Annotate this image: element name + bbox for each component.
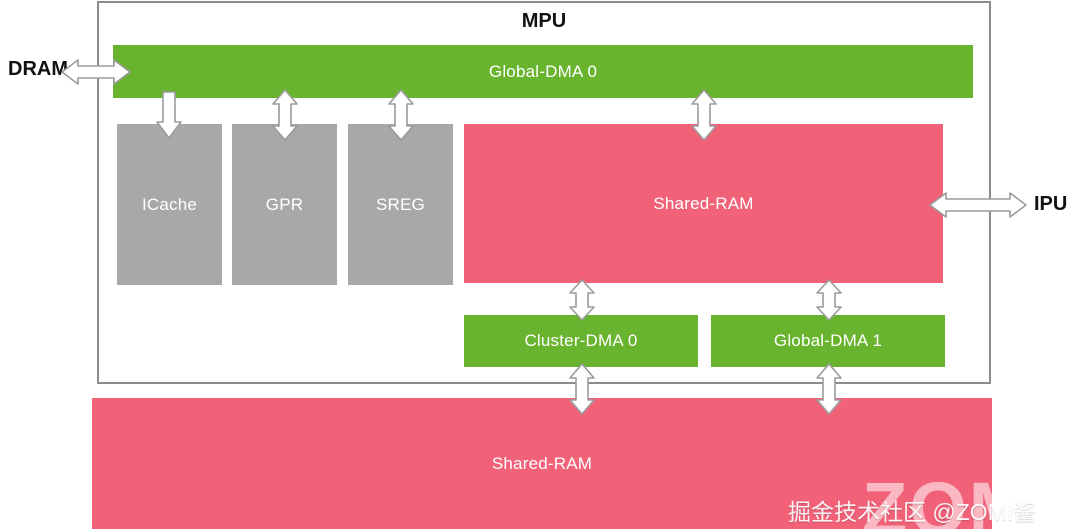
page-title: MPU xyxy=(521,10,567,32)
arrow-global-dma-0-to-icache xyxy=(155,91,183,139)
block-shared-ram-outer[interactable]: Shared-RAM xyxy=(92,398,992,529)
arrow-global-dma-0-to-shared-ram xyxy=(690,89,718,141)
block-global-dma-1-label: Global-DMA 1 xyxy=(773,331,883,350)
arrow-global-dma-1-to-outer-ram xyxy=(815,363,843,415)
arrow-dram-to-global-dma-0 xyxy=(61,57,131,87)
arrow-shared-ram-to-ipu xyxy=(929,190,1027,220)
block-sreg-label: SREG xyxy=(376,194,425,214)
block-gpr-label: GPR xyxy=(265,194,304,214)
arrow-global-dma-0-to-gpr xyxy=(271,89,299,141)
block-gpr[interactable]: GPR xyxy=(232,124,337,285)
block-global-dma-0[interactable]: Global-DMA 0 xyxy=(113,45,973,98)
block-icache-label: ICache xyxy=(141,194,198,214)
block-global-dma-0-label: Global-DMA 0 xyxy=(488,61,598,81)
block-cluster-dma-0-label: Cluster-DMA 0 xyxy=(524,331,638,350)
block-global-dma-1[interactable]: Global-DMA 1 xyxy=(711,315,945,367)
arrow-shared-ram-to-global-dma-1 xyxy=(815,279,843,321)
arrow-cluster-dma-0-to-outer-ram xyxy=(568,363,596,415)
external-label-ipu: IPU xyxy=(1034,193,1068,215)
block-shared-ram-inner-label: Shared-RAM xyxy=(653,193,754,213)
block-cluster-dma-0[interactable]: Cluster-DMA 0 xyxy=(464,315,698,367)
block-shared-ram-inner[interactable]: Shared-RAM xyxy=(464,124,943,283)
external-label-dram: DRAM xyxy=(8,58,68,80)
block-sreg[interactable]: SREG xyxy=(348,124,453,285)
block-shared-ram-outer-label: Shared-RAM xyxy=(491,453,593,473)
arrow-global-dma-0-to-sreg xyxy=(387,89,415,141)
block-icache[interactable]: ICache xyxy=(117,124,222,285)
arrow-shared-ram-to-cluster-dma-0 xyxy=(568,279,596,321)
